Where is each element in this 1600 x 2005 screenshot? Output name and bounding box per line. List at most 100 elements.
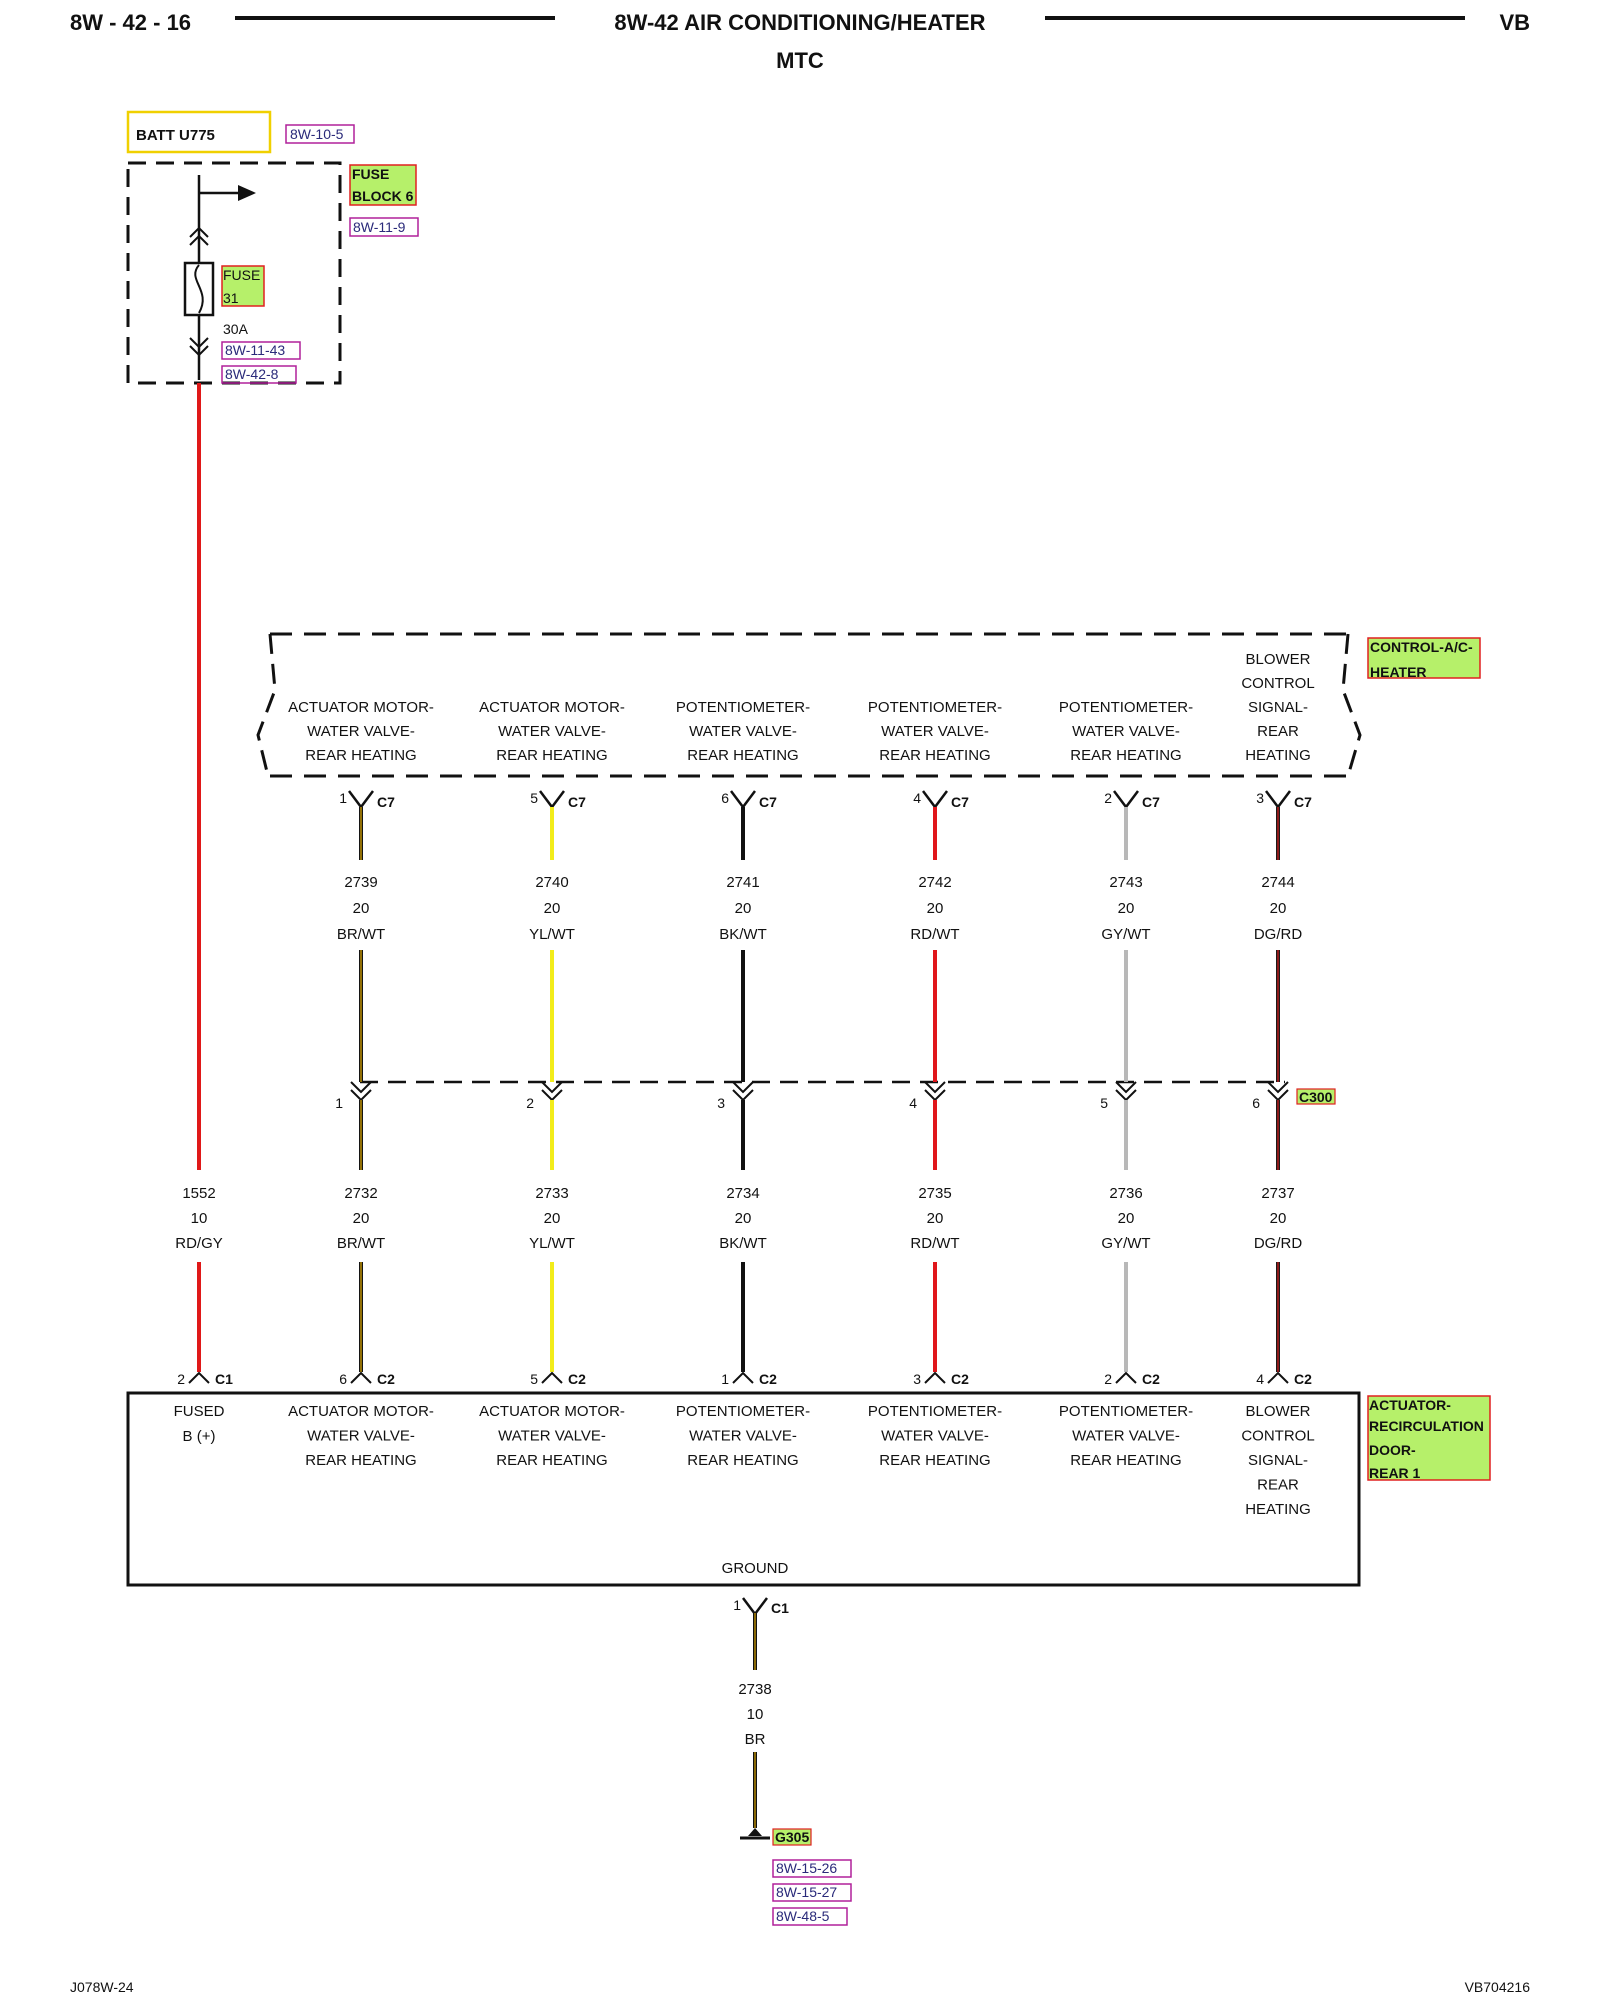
fused-label-line1: FUSED [174, 1403, 225, 1420]
circuit-4-bottom-label: POTENTIOMETER- [868, 1403, 1002, 1420]
page-ref: 8W - 42 - 16 [70, 10, 191, 35]
circuit-3-c2-connector: C2 [759, 1371, 777, 1387]
circuit-3-c300-pin: 3 [717, 1095, 725, 1111]
circuit-6-top-label: CONTROL [1241, 675, 1314, 692]
connector-chevron-icon [924, 1081, 946, 1102]
top-module-name-line2: HEATER [1370, 664, 1427, 680]
ground-connector-id: C1 [771, 1600, 789, 1616]
batt-xref-link[interactable]: 8W-10-5 [290, 126, 344, 142]
circuit-5-lower-color: GY/WT [1101, 1235, 1150, 1252]
circuit-4-upper-gauge: 20 [927, 900, 944, 917]
connector-chevron-icon [1267, 1371, 1289, 1384]
circuit-1-top-label: ACTUATOR MOTOR- [288, 699, 434, 716]
circuit-3-lower-color: BK/WT [719, 1235, 767, 1252]
circuit-6-bottom-label: HEATING [1245, 1501, 1311, 1518]
fuse-label-line2: 31 [223, 290, 239, 306]
circuit-3-upper-gauge: 20 [735, 900, 752, 917]
circuit-6-bottom-label: BLOWER [1245, 1403, 1310, 1420]
fuse-label-line1: FUSE [223, 267, 260, 283]
circuit-3-lower-circuit: 2734 [726, 1185, 759, 1202]
circuit-2-upper-gauge: 20 [544, 900, 561, 917]
circuit-6-top-label: REAR [1257, 723, 1299, 740]
circuit-2-upper-circuit: 2740 [535, 874, 568, 891]
circuit-2-lower-color: YL/WT [529, 1235, 575, 1252]
circuit-2-upper-color: YL/WT [529, 926, 575, 943]
fuse-block-xref-link[interactable]: 8W-11-9 [353, 219, 406, 235]
ground-xref2-box[interactable] [772, 1883, 852, 1902]
connector-fork-icon [730, 790, 756, 810]
circuit-5-c7-connector: C7 [1142, 794, 1160, 810]
circuit-1-c2-pin: 6 [339, 1371, 347, 1387]
circuit-3-bottom-label: POTENTIOMETER- [676, 1403, 810, 1420]
circuit-1-top-label: WATER VALVE- [307, 723, 415, 740]
circuit-2-lower-circuit: 2733 [535, 1185, 568, 1202]
circuit-4-c2-connector: C2 [951, 1371, 969, 1387]
circuit-1-c2-connector: C2 [377, 1371, 395, 1387]
fuse-xref2-link[interactable]: 8W-42-8 [225, 366, 279, 382]
circuit-5-lower-gauge: 20 [1118, 1210, 1135, 1227]
fuse-element-icon [194, 264, 204, 314]
circuit-1-lower-color: BR/WT [337, 1235, 385, 1252]
top-module-name-line1: CONTROL-A/C- [1370, 639, 1473, 655]
circuit-5-upper-color: GY/WT [1101, 926, 1150, 943]
fuse-xref2-box[interactable] [221, 365, 297, 384]
bottom-module-box [126, 1391, 1361, 1587]
circuit-6-c2-connector: C2 [1294, 1371, 1312, 1387]
circuit-1-lower-gauge: 20 [353, 1210, 370, 1227]
circuit-4-top-label: WATER VALVE- [881, 723, 989, 740]
ground-xref2-link[interactable]: 8W-15-27 [776, 1884, 837, 1900]
circuit-6-top-label: BLOWER [1245, 651, 1310, 668]
connector-chevron-icon [541, 1081, 563, 1102]
connector-chevron-icon [350, 1371, 372, 1384]
circuit-4-c7-pin: 4 [913, 790, 921, 806]
circuit-3-top-label: REAR HEATING [687, 747, 798, 764]
top-module-left-edge [256, 633, 277, 777]
ground-label-box [772, 1828, 812, 1846]
circuit-6-c2-pin: 4 [1256, 1371, 1264, 1387]
connector-chevron-icon [189, 337, 209, 357]
bottom-module-name-line1: ACTUATOR- [1369, 1397, 1451, 1413]
circuit-6-bottom-label: SIGNAL- [1248, 1452, 1308, 1469]
feed-wire-gauge: 10 [191, 1210, 208, 1227]
footer-left-code: J078W-24 [70, 1979, 134, 1995]
connector-chevron-icon [1115, 1371, 1137, 1384]
top-module-right-edge [1341, 633, 1362, 777]
batt-xref-box[interactable] [285, 124, 355, 144]
connector-chevron-icon [541, 1371, 563, 1384]
circuit-4-top-label: REAR HEATING [879, 747, 990, 764]
fuse-xref1-link[interactable]: 8W-11-43 [225, 342, 285, 358]
circuit-5-bottom-label: POTENTIOMETER- [1059, 1403, 1193, 1420]
circuit-3-bottom-label: WATER VALVE- [689, 1428, 797, 1445]
circuit-3-bottom-label: REAR HEATING [687, 1452, 798, 1469]
ground-xref3-box[interactable] [772, 1907, 848, 1926]
circuit-4-c2-pin: 3 [913, 1371, 921, 1387]
connector-chevron-icon [188, 1371, 210, 1384]
connector-fork-icon [1113, 790, 1139, 810]
circuit-4-c7-connector: C7 [951, 794, 969, 810]
connector-fork-icon [348, 790, 374, 810]
page-subtitle: MTC [776, 48, 824, 73]
circuit-5-upper-circuit: 2743 [1109, 874, 1142, 891]
circuit-6-lower-circuit: 2737 [1261, 1185, 1294, 1202]
circuit-4-top-label: POTENTIOMETER- [868, 699, 1002, 716]
circuit-5-top-label: REAR HEATING [1070, 747, 1181, 764]
fuse-block-label-line2: BLOCK 6 [352, 188, 414, 204]
circuit-1-upper-gauge: 20 [353, 900, 370, 917]
circuit-1-lower-circuit: 2732 [344, 1185, 377, 1202]
circuit-3-top-label: WATER VALVE- [689, 723, 797, 740]
ground-xref1-link[interactable]: 8W-15-26 [776, 1860, 837, 1876]
ground-wire-gauge: 10 [747, 1706, 764, 1723]
circuit-5-lower-circuit: 2736 [1109, 1185, 1142, 1202]
fused-pin-number: 2 [177, 1371, 185, 1387]
fuse-rating: 30A [223, 321, 249, 337]
fuse-block-xref-box[interactable] [349, 217, 419, 237]
connector-chevron-icon [189, 226, 209, 246]
circuit-3-c2-pin: 1 [721, 1371, 729, 1387]
ground-xref3-link[interactable]: 8W-48-5 [776, 1908, 830, 1924]
connector-fork-icon [1265, 790, 1291, 810]
connector-chevron-icon [732, 1081, 754, 1102]
connector-fork-icon [742, 1597, 768, 1617]
ground-xref1-box[interactable] [772, 1859, 852, 1878]
circuit-5-bottom-label: WATER VALVE- [1072, 1428, 1180, 1445]
fuse-xref1-box[interactable] [221, 341, 301, 360]
